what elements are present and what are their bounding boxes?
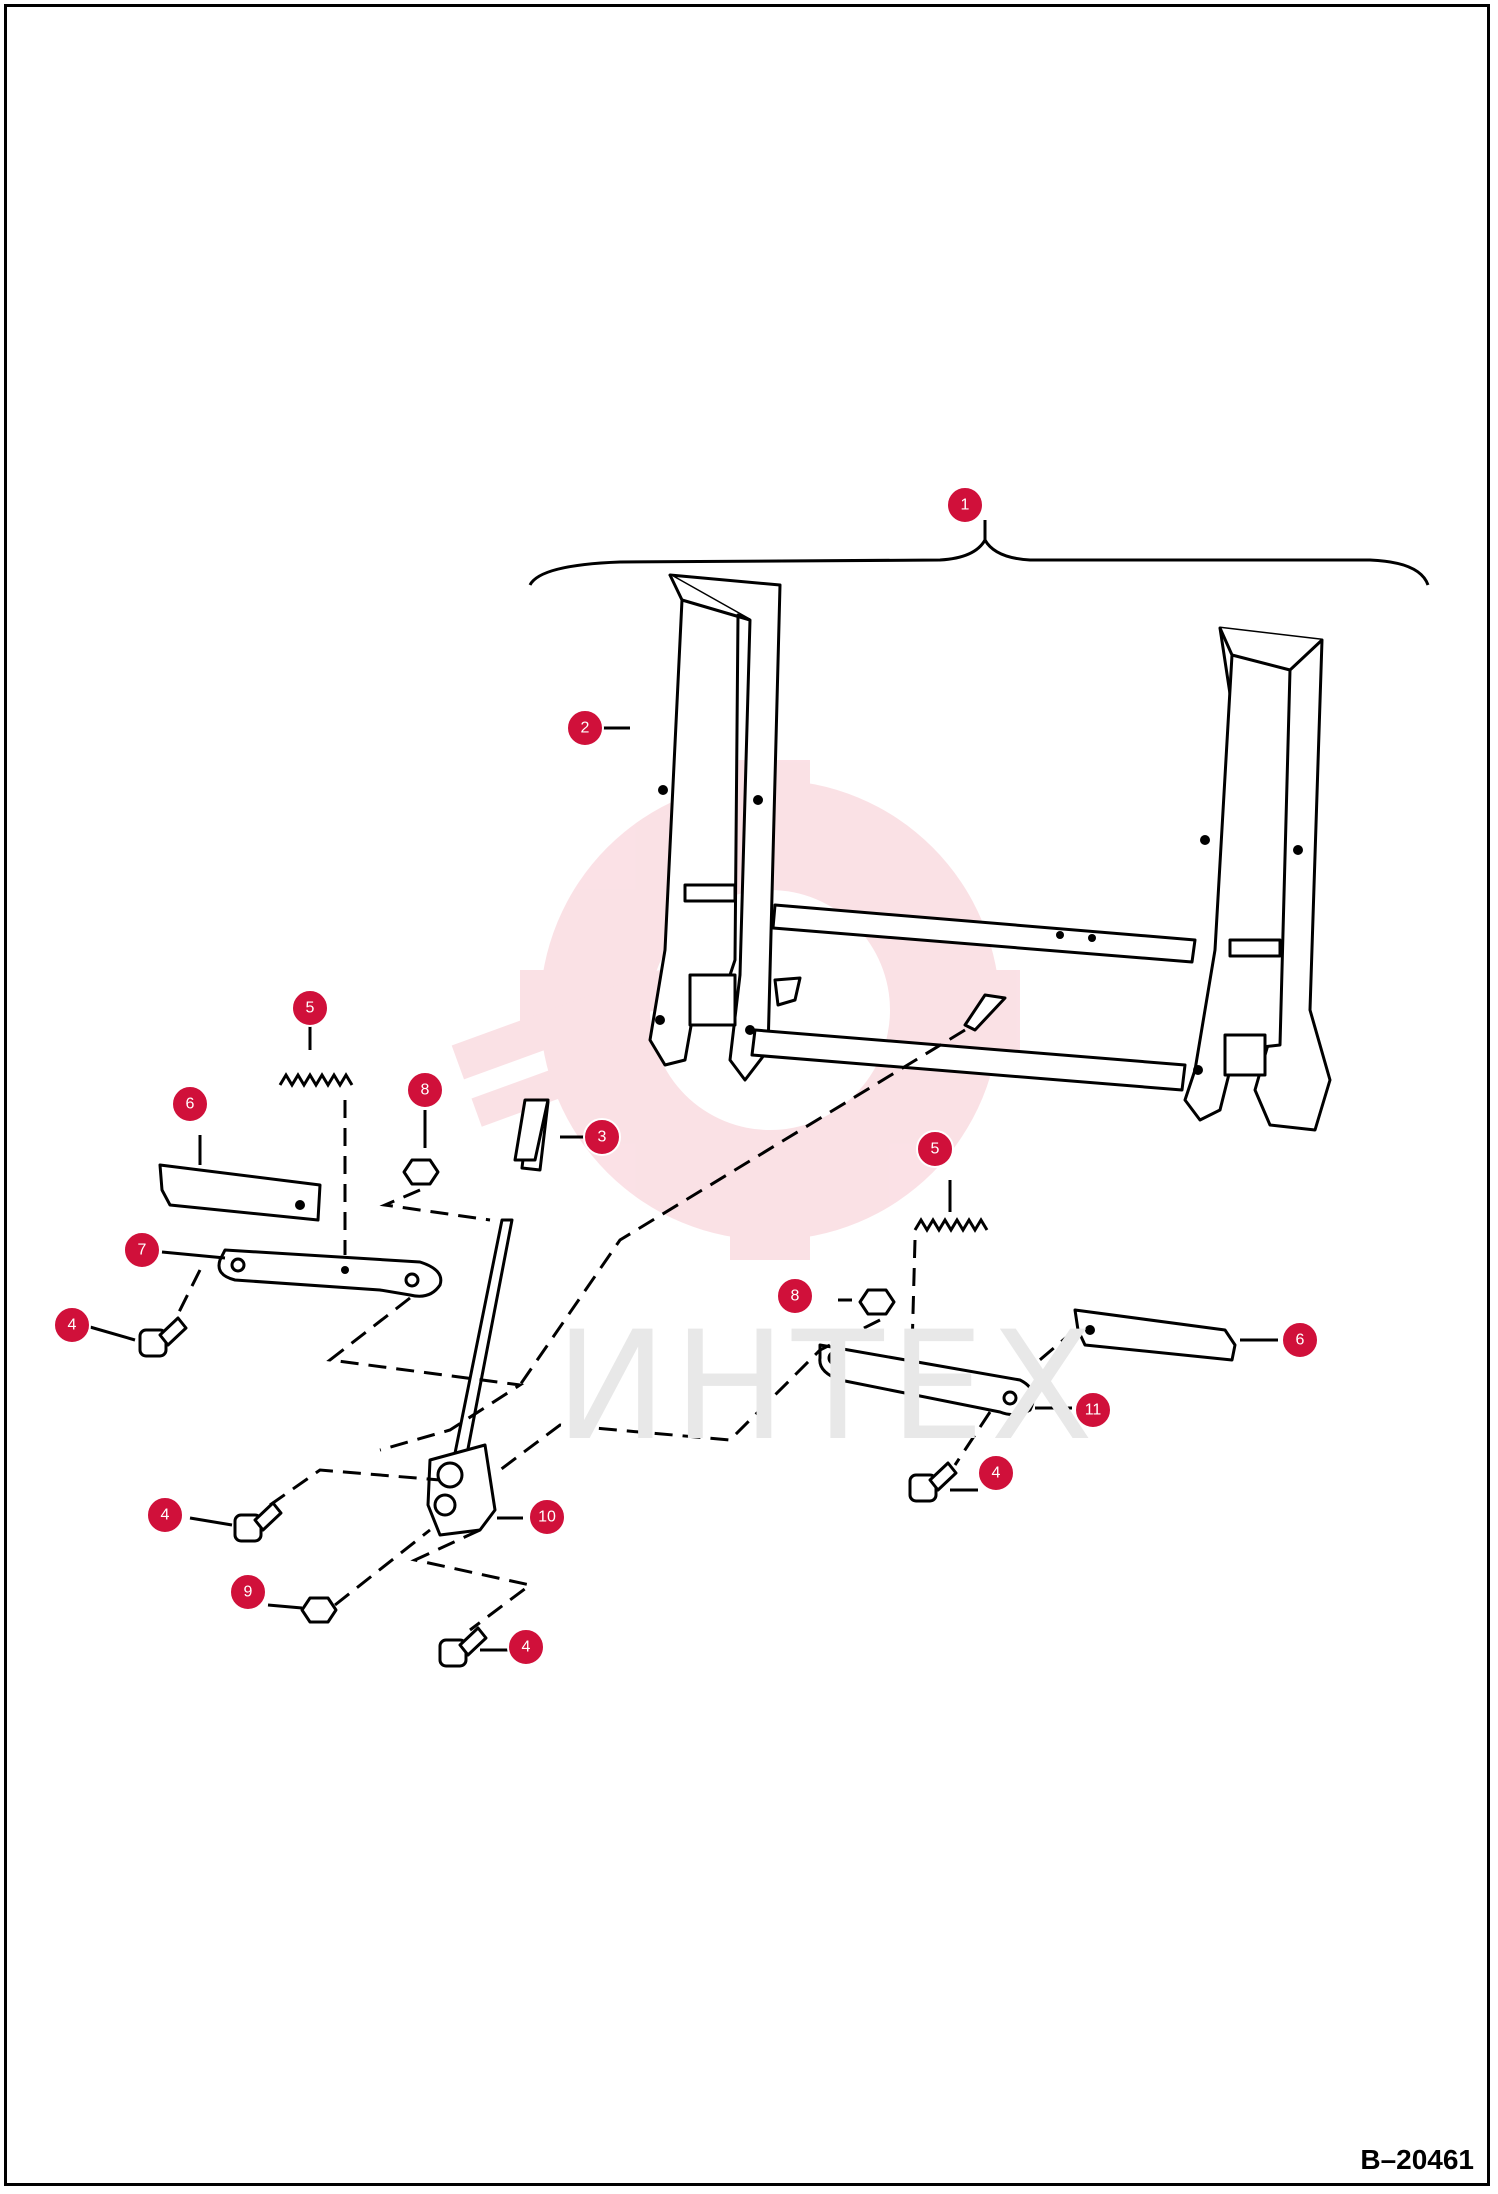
callout-group: 1 2 3 4 4 4 4 5 5 6 6 7 8 8 9 10 11 (53, 486, 1319, 1666)
bolt (908, 1461, 958, 1503)
callout-marker (229, 1573, 267, 1611)
callout-label: 3 (598, 1129, 607, 1146)
callout-4: 4 (977, 1454, 1015, 1492)
callout-4: 4 (507, 1628, 545, 1666)
callout-label: 6 (1296, 1332, 1305, 1349)
leader-lines (89, 726, 1278, 1652)
spring-right (913, 1217, 989, 1233)
callout-9: 9 (229, 1573, 267, 1611)
callout-4: 4 (146, 1496, 184, 1534)
callout-11: 11 (1074, 1391, 1112, 1429)
callout-marker (528, 1498, 566, 1536)
callout-marker (566, 709, 604, 747)
callout-5: 5 (916, 1130, 954, 1168)
callout-5: 5 (291, 989, 329, 1027)
callout-marker (507, 1628, 545, 1666)
callout-marker (171, 1085, 209, 1123)
callout-10: 10 (528, 1498, 566, 1536)
callout-label: 11 (1085, 1402, 1102, 1419)
callout-4: 4 (53, 1306, 91, 1344)
callout-8: 8 (406, 1071, 444, 1109)
drawing-frame (4, 4, 1490, 2186)
callout-marker (1281, 1321, 1319, 1359)
callout-label: 2 (581, 720, 590, 737)
callout-label: 4 (161, 1507, 170, 1524)
callout-marker (146, 1496, 184, 1534)
callout-8: 8 (776, 1277, 814, 1315)
nut (858, 1288, 896, 1316)
callout-7: 7 (123, 1231, 161, 1269)
callout-marker (977, 1454, 1015, 1492)
callout-label: 8 (791, 1288, 800, 1305)
callout-6: 6 (171, 1085, 209, 1123)
assembly-dashed-lines (173, 1028, 1076, 1632)
callout-6: 6 (1281, 1321, 1319, 1359)
callout-2: 2 (566, 709, 604, 747)
frame-right-upright (1183, 626, 1332, 1132)
callout-marker (406, 1071, 444, 1109)
drawing-code: B–20461 (1360, 2144, 1474, 2175)
callout-label: 9 (244, 1584, 253, 1601)
bolt (233, 1501, 283, 1543)
bolt (138, 1316, 188, 1358)
callout-label: 10 (538, 1509, 556, 1526)
callout-label: 4 (992, 1465, 1001, 1482)
callout-marker (291, 989, 329, 1027)
callout-1: 1 (946, 486, 984, 524)
frame-left-upright (648, 573, 782, 1082)
watermark-gear-logo (451, 760, 1020, 1260)
callout-label: 1 (961, 497, 970, 514)
bolt (438, 1626, 488, 1668)
callout-label: 8 (421, 1082, 430, 1099)
spring-left (278, 1072, 354, 1088)
nut (402, 1158, 440, 1186)
frame-cross-bars (750, 903, 1197, 1092)
callout-marker (916, 1130, 954, 1168)
right-latch-parts (818, 1308, 1237, 1417)
callout-label: 4 (522, 1639, 531, 1656)
callout-marker (53, 1306, 91, 1344)
callout-label: 5 (931, 1141, 940, 1158)
callout-marker (776, 1277, 814, 1315)
callout-marker (123, 1231, 161, 1269)
callout-marker (583, 1118, 621, 1156)
callout-3: 3 (583, 1118, 621, 1156)
left-latch-parts (158, 1163, 443, 1298)
pivot-plate (426, 1443, 497, 1537)
callout-label: 7 (138, 1242, 147, 1259)
callout-label: 4 (68, 1317, 77, 1334)
assembly-bracket (528, 536, 1430, 586)
spring-center (513, 1098, 550, 1162)
callout-marker (1074, 1391, 1112, 1429)
callout-marker (946, 486, 984, 524)
callout-label: 5 (306, 1000, 315, 1017)
nut (300, 1596, 338, 1624)
callout-label: 6 (186, 1096, 195, 1113)
